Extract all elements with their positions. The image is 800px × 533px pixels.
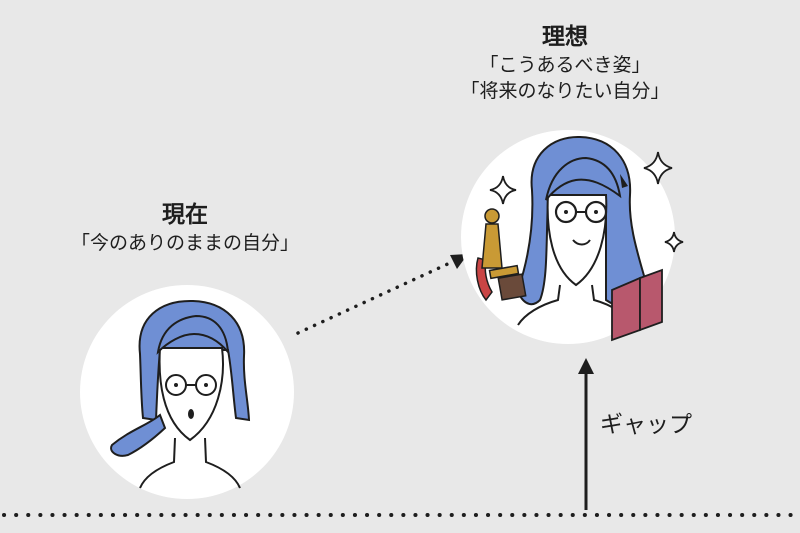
current-label: 現在 「今のありのままの自分」	[30, 200, 340, 256]
gap-arrow	[578, 358, 594, 510]
ideal-self-illustration	[461, 130, 684, 344]
ideal-subtitle-1: 「こうあるべき姿」	[479, 54, 651, 76]
gap-label: ギャップ	[600, 412, 692, 438]
current-subtitle: 「今のありのままの自分」	[70, 232, 299, 254]
progress-dotted-arrow	[296, 254, 468, 335]
ideal-subtitle-2: 「将来のなりたい自分」	[460, 80, 670, 102]
ideal-label: 理想 「こうあるべき姿」 「将来のなりたい自分」	[410, 22, 720, 104]
sparkle-icon	[664, 231, 684, 253]
trophy-icon	[475, 208, 527, 302]
current-self-illustration	[80, 285, 294, 499]
ideal-title: 理想	[542, 24, 588, 50]
sparkle-icon	[489, 175, 517, 205]
current-title: 現在	[162, 202, 208, 228]
book-icon	[611, 268, 663, 342]
sparkle-icon	[643, 151, 673, 185]
